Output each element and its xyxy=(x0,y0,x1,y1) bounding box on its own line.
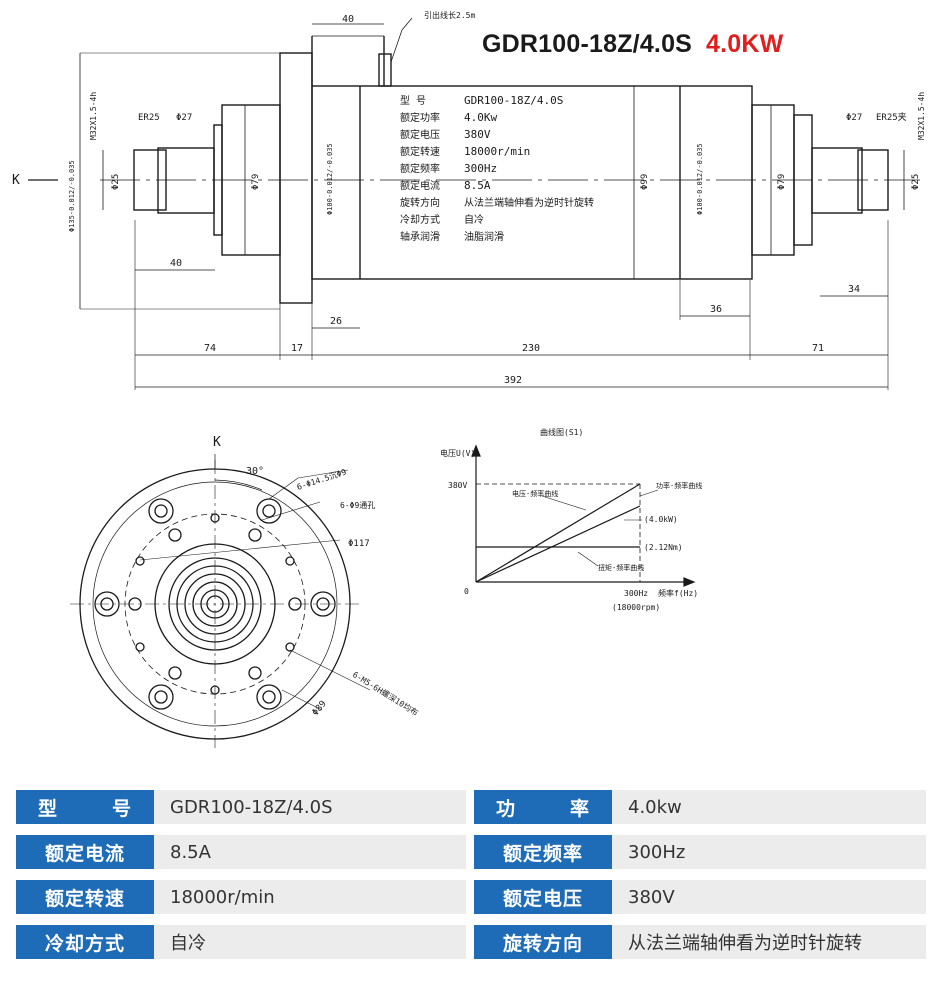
spec-value-current: 8.5A xyxy=(154,835,466,869)
spec-key-model: 型号 xyxy=(16,790,154,824)
flange-view-label: K xyxy=(213,435,221,450)
spec-key-frequency: 额定频率 xyxy=(474,835,612,869)
dim-phi79-left: Φ79 xyxy=(251,174,261,190)
curve-torque-label: 扭矩-频率曲线 xyxy=(598,563,644,572)
nameplate-label-5: 额定电流 xyxy=(400,179,440,192)
curve-ylabel: 电压U(V) xyxy=(440,448,475,458)
dim-36: 36 xyxy=(710,304,722,315)
spec-value-voltage: 380V xyxy=(612,880,926,914)
spec-value-model: GDR100-18Z/4.0S xyxy=(154,790,466,824)
nameplate-value-3: 18000r/min xyxy=(464,145,530,158)
curve-x-rpm: (18000rpm) xyxy=(612,603,660,612)
dim-phi100-left: Φ100-0.012/-0.035 xyxy=(326,143,334,215)
dim-74: 74 xyxy=(204,343,216,354)
spindle-side-drawing: K 40 引出线长2.5m 40 26 36 34 74 17 230 71 3… xyxy=(12,10,926,390)
spec-table: 型号 GDR100-18Z/4.0S 功率 4.0kw 额定电流 8.5A 额定… xyxy=(16,790,930,970)
dim-phi100-right: Φ100-0.012/-0.035 xyxy=(696,143,704,215)
curve-power-value: (4.0kW) xyxy=(644,515,678,524)
flange-angle: 30° xyxy=(246,466,264,477)
curve-voltage-label: 电压-频率曲线 xyxy=(512,489,558,498)
nameplate-value-8: 油脂润滑 xyxy=(464,230,504,243)
nameplate-label-8: 轴承润滑 xyxy=(400,230,440,243)
dim-40-left: 40 xyxy=(170,258,182,269)
nameplate-label-7: 冷却方式 xyxy=(400,213,440,226)
nameplate-label-2: 额定电压 xyxy=(400,128,440,141)
spec-key-speed: 额定转速 xyxy=(16,880,154,914)
flange-holes-b: 6-Φ9通孔 xyxy=(340,500,375,510)
spec-row: 额定转速 18000r/min 额定电压 380V xyxy=(16,880,930,914)
dim-phi25-left: Φ25 xyxy=(111,174,121,190)
curve-title: 曲线图(S1) xyxy=(540,427,583,437)
spec-row: 额定电流 8.5A 额定频率 300Hz xyxy=(16,835,930,869)
spec-value-power: 4.0kw xyxy=(612,790,926,824)
spec-row: 型号 GDR100-18Z/4.0S 功率 4.0kw xyxy=(16,790,930,824)
spec-value-frequency: 300Hz xyxy=(612,835,926,869)
nameplate-value-7: 自冷 xyxy=(464,213,484,226)
dim-m32-right: M32X1.5-4h xyxy=(917,92,926,140)
curve-x300: 300Hz xyxy=(624,589,648,598)
dim-phi135: Φ135-0.012/-0.035 xyxy=(68,160,76,232)
curve-origin: 0 xyxy=(464,587,469,596)
flange-threads: 6-M5-6H螺深10均布 xyxy=(351,669,420,717)
dim-m32-left: M32X1.5-4h xyxy=(89,92,98,140)
nameplate-value-5: 8.5A xyxy=(464,179,491,192)
product-title: GDR100-18Z/4.0S 4.0KW xyxy=(482,30,783,59)
dim-230: 230 xyxy=(522,343,540,354)
dim-34: 34 xyxy=(848,284,860,295)
spec-key-rotation: 旋转方向 xyxy=(474,925,612,959)
dim-er25-left: ER25 xyxy=(138,113,160,123)
nameplate-value-1: 4.0Kw xyxy=(464,111,497,124)
spec-key-power: 功率 xyxy=(474,790,612,824)
dim-71: 71 xyxy=(812,343,824,354)
dim-phi25-right: Φ25 xyxy=(911,174,921,190)
curve-y380: 380V xyxy=(448,481,467,490)
nameplate: 型 号 GDR100-18Z/4.0S 额定功率 4.0Kw 额定电压 380V… xyxy=(400,94,594,243)
nameplate-value-4: 300Hz xyxy=(464,162,497,175)
nameplate-label-4: 额定频率 xyxy=(400,162,440,175)
flange-phi117: Φ117 xyxy=(348,539,370,549)
curve-torque-value: (2.12Nm) xyxy=(644,543,683,552)
dim-phi27-right: Φ27 xyxy=(846,113,862,123)
nameplate-value-6: 从法兰端轴伸看为逆时针旋转 xyxy=(464,196,594,209)
spec-row: 冷却方式 自冷 旋转方向 从法兰端轴伸看为逆时针旋转 xyxy=(16,925,930,959)
nameplate-label-3: 额定转速 xyxy=(400,145,440,158)
view-k-label: K xyxy=(12,173,20,188)
dim-phi27-left: Φ27 xyxy=(176,113,192,123)
model-name: GDR100-18Z/4.0S xyxy=(482,30,693,58)
spec-value-speed: 18000r/min xyxy=(154,880,466,914)
spec-key-voltage: 额定电压 xyxy=(474,880,612,914)
cable-note: 引出线长2.5m xyxy=(424,10,475,20)
nameplate-label-0: 型 号 xyxy=(400,94,426,107)
spec-value-rotation: 从法兰端轴伸看为逆时针旋转 xyxy=(612,925,926,959)
dim-40-top: 40 xyxy=(342,14,354,25)
nameplate-value-2: 380V xyxy=(464,128,491,141)
dim-phi79-right: Φ79 xyxy=(777,174,787,190)
power-rating: 4.0KW xyxy=(706,30,784,58)
dim-17: 17 xyxy=(291,343,303,354)
nameplate-label-6: 旋转方向 xyxy=(400,196,440,209)
spec-key-current: 额定电流 xyxy=(16,835,154,869)
curve-power-label: 功率-频率曲线 xyxy=(656,481,702,490)
curve-xlabel: 频率f(Hz) xyxy=(658,588,698,598)
flange-holes-a: 6-Φ14.5沉Φ9 xyxy=(296,467,348,491)
dim-phi99: Φ99 xyxy=(640,174,650,190)
dim-er25-right: ER25夹 xyxy=(876,111,907,123)
nameplate-label-1: 额定功率 xyxy=(400,111,440,124)
spec-key-cooling: 冷却方式 xyxy=(16,925,154,959)
nameplate-value-0: GDR100-18Z/4.0S xyxy=(464,94,563,107)
dim-392: 392 xyxy=(504,375,522,386)
flange-phi89: Φ89 xyxy=(311,699,329,718)
spec-value-cooling: 自冷 xyxy=(154,925,466,959)
dim-26: 26 xyxy=(330,316,342,327)
